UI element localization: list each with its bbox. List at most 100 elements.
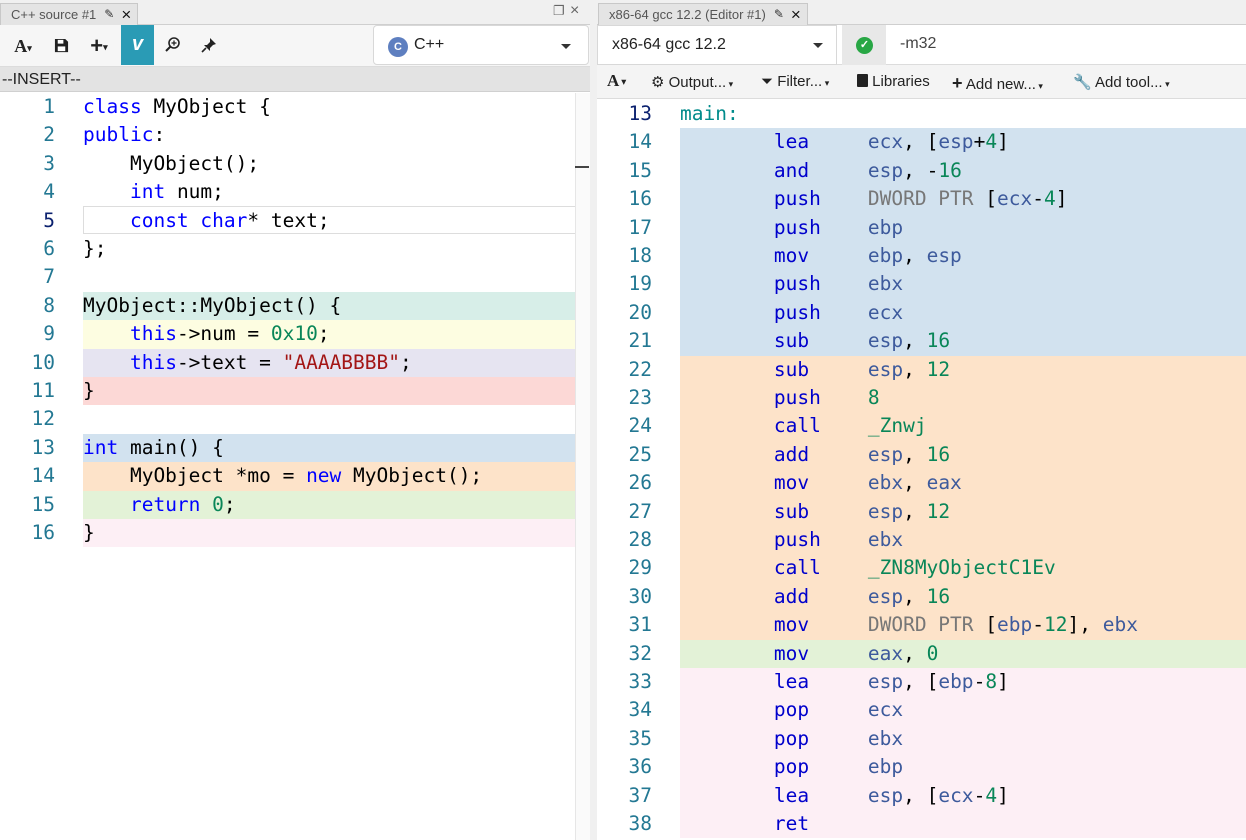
- vim-status: --INSERT--: [0, 67, 590, 92]
- asm-line: 17 push ebp: [597, 213, 1246, 242]
- asm-line: 36 pop ebp: [597, 753, 1246, 782]
- asm-line: 14 lea ecx, [esp+4]: [597, 128, 1246, 157]
- source-line-text: public:: [83, 123, 166, 147]
- line-number: 9: [43, 322, 55, 346]
- source-line-text: }: [83, 521, 95, 544]
- source-line: 14 MyObject *mo = new MyObject();: [0, 462, 590, 491]
- asm-line-highlight: [680, 128, 1246, 157]
- tab-compiler[interactable]: x86-64 gcc 12.2 (Editor #1)✎×: [598, 3, 808, 25]
- line-number: 32: [628, 641, 652, 665]
- font-size-button[interactable]: A▾: [14, 36, 32, 56]
- line-number: 7: [43, 265, 55, 289]
- asm-line-text: push ecx: [773, 300, 904, 324]
- source-scrollbar[interactable]: [575, 93, 590, 840]
- asm-line-highlight: [680, 298, 1246, 328]
- filter-label: Filter...: [777, 73, 823, 90]
- asm-line-text: pop ebx: [773, 726, 904, 750]
- add-button[interactable]: +▾: [90, 33, 108, 58]
- asm-line-highlight: [680, 355, 1246, 384]
- book-icon: [857, 74, 868, 87]
- source-tabbar: C++ source #1 ✎ × ❐ ×: [0, 0, 590, 25]
- output-button[interactable]: ⚙ Output... ▾: [651, 74, 734, 91]
- maximize-icon[interactable]: ❐: [553, 3, 565, 18]
- asm-line-text: lea ecx, [esp+4]: [773, 130, 1009, 154]
- search-plus-icon[interactable]: [162, 33, 184, 59]
- asm-line-text: call _Znwj: [773, 414, 927, 438]
- line-number: 15: [628, 158, 652, 182]
- asm-line-text: sub esp, 16: [773, 329, 951, 353]
- libraries-button[interactable]: Libraries: [857, 73, 930, 90]
- compiler-select[interactable]: x86-64 gcc 12.2: [597, 25, 837, 65]
- asm-line-highlight: [680, 810, 1246, 839]
- splitter[interactable]: [590, 0, 597, 840]
- line-number: 31: [628, 613, 652, 637]
- asm-line-text: push ebx: [773, 272, 904, 296]
- add-new-label: Add new...: [965, 76, 1036, 93]
- line-number: 23: [628, 386, 652, 409]
- compile-status[interactable]: ✓: [842, 25, 886, 65]
- asm-line-highlight: [680, 724, 1246, 754]
- close-icon[interactable]: ×: [121, 5, 132, 24]
- asm-line-text: and esp, -16: [773, 158, 962, 182]
- add-tool-button[interactable]: 🔧 Add tool... ▾: [1073, 74, 1170, 91]
- source-line-text: MyObject *mo = new MyObject();: [83, 464, 483, 488]
- line-number: 19: [628, 272, 652, 296]
- source-line: 3 MyObject();: [0, 150, 590, 178]
- asm-line-text: ret: [773, 812, 810, 835]
- close-icon[interactable]: ×: [790, 5, 801, 24]
- asm-line: 37 lea esp, [ecx-4]: [597, 781, 1246, 810]
- asm-line-highlight: [680, 270, 1246, 299]
- font-size-button[interactable]: A ▾: [607, 71, 627, 90]
- line-number: 14: [628, 130, 652, 154]
- line-number: 36: [628, 755, 652, 779]
- asm-line: 26 mov ebx, eax: [597, 469, 1246, 498]
- pin-icon[interactable]: [198, 33, 220, 59]
- source-line-text: const char* text;: [129, 208, 330, 232]
- source-line-highlight: [83, 291, 590, 321]
- language-select[interactable]: C C++: [373, 25, 589, 65]
- tab-source[interactable]: C++ source #1 ✎ ×: [0, 3, 139, 25]
- asm-line: 32 mov eax, 0: [597, 639, 1246, 668]
- asm-line-highlight: [680, 781, 1246, 810]
- source-line: 16}: [0, 519, 590, 548]
- compiler-options-input[interactable]: -m32: [900, 35, 937, 52]
- asm-line: 21 sub esp, 16: [597, 327, 1246, 356]
- asm-line-highlight: [680, 440, 1246, 470]
- source-line-text: MyObject::MyObject() {: [83, 293, 342, 317]
- line-number: 1: [43, 95, 55, 118]
- cursor-line: [83, 206, 589, 234]
- asm-line-highlight: [680, 412, 1246, 441]
- save-icon[interactable]: [50, 33, 72, 59]
- asm-line-highlight: [680, 384, 1246, 413]
- line-number: 25: [628, 442, 652, 466]
- source-line-highlight: [83, 320, 590, 349]
- vim-mode-button[interactable]: v: [121, 25, 154, 65]
- asm-line: 31 mov DWORD PTR [ebp-12], ebx: [597, 611, 1246, 640]
- cpp-logo-icon: C: [388, 37, 408, 57]
- line-number: 6: [43, 237, 55, 260]
- scroll-marker: [575, 166, 589, 168]
- asm-line-text: mov ebx, eax: [773, 471, 962, 495]
- line-number: 29: [628, 556, 652, 580]
- line-number: 17: [628, 215, 652, 239]
- source-line-highlight: [83, 490, 590, 519]
- tab-source-title: C++ source #1: [11, 7, 97, 22]
- asm-line: 22 sub esp, 12: [597, 355, 1246, 384]
- add-new-button[interactable]: + Add new... ▾: [952, 73, 1043, 93]
- close-pane-icon[interactable]: ×: [570, 2, 580, 19]
- asm-line: 19 push ebx: [597, 270, 1246, 299]
- asm-line-text: pop ecx: [773, 698, 904, 722]
- pencil-icon[interactable]: ✎: [104, 7, 115, 21]
- asm-line-text: push ebp: [773, 215, 904, 239]
- filter-button[interactable]: ⏷ Filter... ▾: [761, 73, 830, 90]
- line-number: 20: [628, 300, 652, 324]
- line-number: 30: [628, 584, 652, 608]
- source-line: 11}: [0, 377, 590, 406]
- line-number: 3: [43, 151, 55, 175]
- line-number: 16: [628, 187, 652, 211]
- compiler-label: x86-64 gcc 12.2: [612, 36, 726, 53]
- pencil-icon[interactable]: ✎: [773, 7, 784, 21]
- source-line-text: this->num = 0x10;: [129, 322, 330, 346]
